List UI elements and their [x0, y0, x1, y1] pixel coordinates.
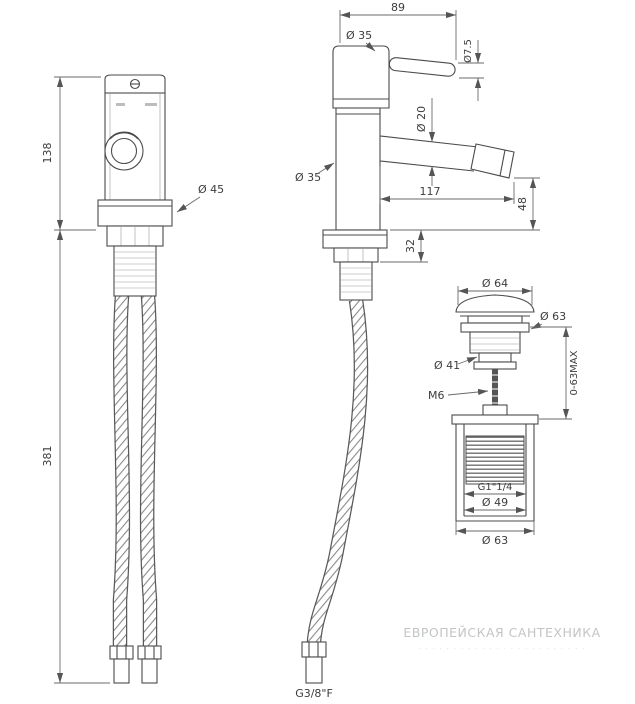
dim-front-body-height: 138	[41, 143, 54, 164]
drain-collar	[467, 315, 523, 324]
drain-cap	[455, 294, 535, 313]
spout-front	[104, 131, 144, 171]
dim-front-hose-length: 381	[41, 446, 54, 467]
dim-handle-diameter: Ø7.5	[462, 39, 474, 63]
lock-nut-side	[333, 247, 379, 263]
base-flange-side	[322, 229, 388, 249]
dim-neck-diameter: Ø 41	[434, 359, 460, 372]
dim-top-diameter: Ø 35	[346, 29, 372, 42]
dim-screw-thread: M6	[428, 389, 445, 402]
drain-nut	[482, 404, 508, 416]
side-view-dimensions: 89 Ø 35 Ø7.5 Ø 20 Ø 35 117 48 32 G3/8"F	[295, 1, 540, 700]
dim-cap-diameter: Ø 64	[482, 277, 508, 290]
drain-dimensions: Ø 64 Ø 63 Ø 41 M6 0-63MAX G1"1/4 Ø 49 Ø …	[428, 277, 580, 547]
side-view-faucet	[301, 45, 515, 684]
cartridge-housing	[332, 45, 390, 109]
drain-flange	[460, 322, 530, 333]
hose-fittings-front	[109, 645, 162, 684]
front-view-dimensions: 138 381 Ø 45	[41, 76, 224, 684]
lever-handle	[388, 57, 456, 77]
dim-top-length: 89	[391, 1, 405, 14]
cold-mark	[145, 103, 157, 106]
dim-flange-diameter: Ø 63	[540, 310, 566, 323]
threaded-shank-side	[339, 261, 373, 301]
hose-fitting-side	[301, 641, 327, 684]
dim-front-base-diameter: Ø 45	[198, 183, 224, 196]
drain-body-top-plate	[451, 414, 539, 425]
dim-spout-height: 48	[516, 197, 529, 211]
dim-shank-height: 32	[404, 239, 417, 253]
spout-side	[379, 135, 515, 179]
threaded-shank-front	[113, 245, 157, 297]
dim-body-diameter: Ø 35	[295, 171, 321, 184]
drain-inner-hatch	[465, 435, 525, 485]
front-view-faucet	[97, 74, 173, 684]
dim-connection-thread: G1"1/4	[478, 482, 513, 493]
faucet-body-side	[335, 107, 381, 231]
dim-spout-diameter: Ø 20	[415, 106, 428, 132]
drain-washer	[473, 361, 517, 370]
dim-inner-diameter: Ø 49	[482, 496, 508, 509]
base-flange-front	[97, 199, 173, 227]
hose-thread-label: G3/8"F	[295, 687, 333, 700]
dim-bottom-diameter: Ø 63	[482, 534, 508, 547]
drain-assembly	[451, 294, 539, 522]
hot-mark	[116, 103, 125, 106]
watermark-title: ЕВРОПЕЙСКАЯ САНТЕХНИКА	[403, 625, 600, 640]
dim-spout-reach: 117	[420, 185, 441, 198]
dim-adjust-range: 0-63MAX	[569, 350, 580, 395]
drain-neck	[478, 352, 512, 363]
watermark-subtitle: · · · · · · · · · · · · · · · · · · · · …	[418, 645, 586, 653]
watermark: ЕВРОПЕЙСКАЯ САНТЕХНИКА · · · · · · · · ·…	[403, 625, 600, 653]
